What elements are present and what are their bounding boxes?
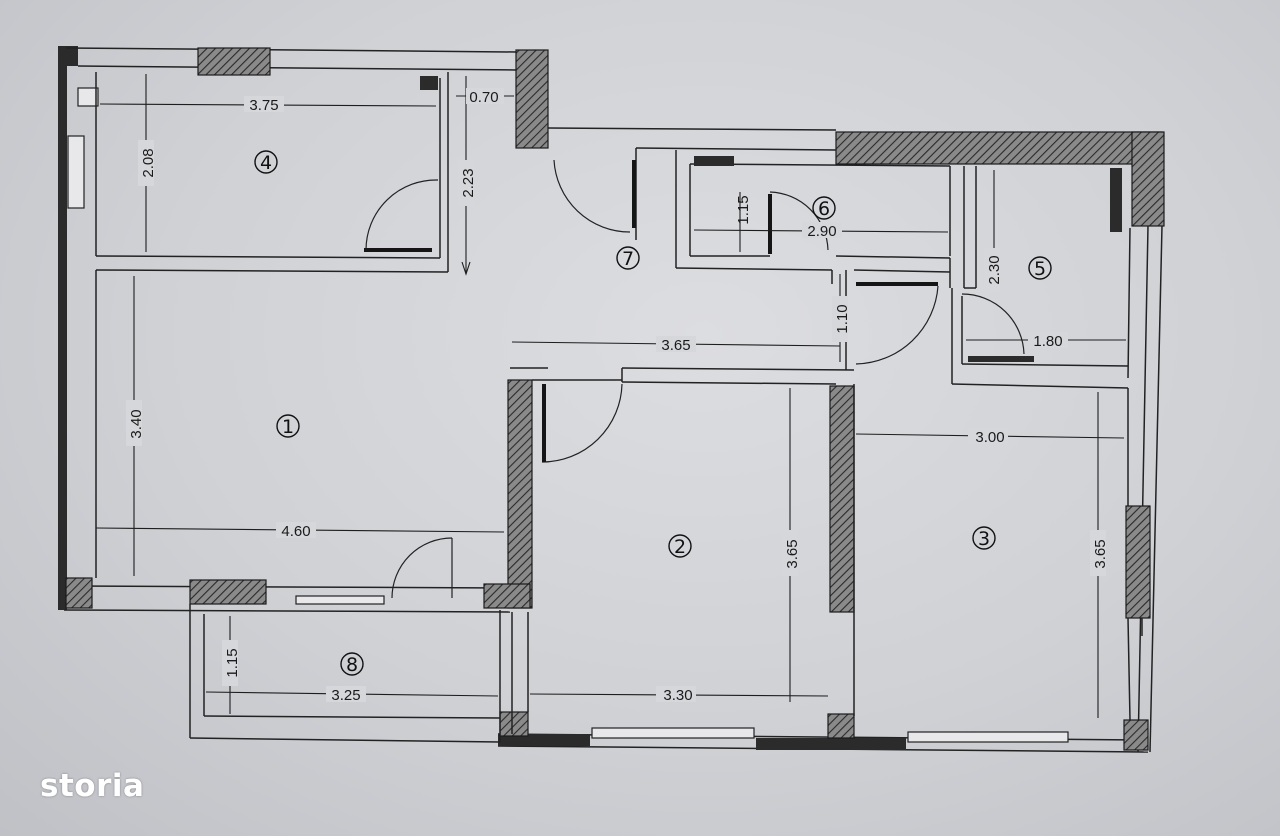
dim-room5-height: 2.30 [986, 255, 1003, 284]
interior-walls [63, 72, 1143, 743]
hatched-column-corridor [515, 49, 549, 149]
dim-room2-height: 3.65 [784, 539, 801, 568]
window-small-left [77, 87, 99, 107]
room4-corner-block [420, 76, 438, 90]
dim-room3-width: 3.00 [975, 429, 1004, 446]
hatched-column-top [197, 47, 271, 76]
hatched-wall-room2-room3 [829, 385, 855, 613]
room8-corner-column [483, 583, 531, 609]
room-marker-8: 8 [340, 652, 364, 676]
door-room5-swing [961, 293, 1025, 355]
dim-corridor-height: 2.23 [460, 168, 477, 197]
dim-room4-width: 3.75 [249, 97, 278, 114]
room-marker-4: 4 [254, 150, 278, 174]
door-room2-swing [541, 383, 623, 463]
bottom-wall-left [498, 734, 590, 746]
window-room4 [67, 135, 85, 209]
exterior-walls [58, 46, 1165, 753]
door-balcony-swing [391, 537, 453, 599]
window-room3 [907, 731, 1069, 743]
dim-room3-height: 3.65 [1092, 539, 1109, 568]
room-markers: 1 2 3 4 5 6 7 [254, 150, 1052, 676]
room-marker-1: 1 [276, 414, 300, 438]
window-room2 [591, 727, 755, 739]
room-number-1: 1 [282, 416, 294, 438]
left-outer-wall [58, 46, 67, 610]
room-marker-6: 6 [812, 196, 836, 220]
dim-room1-height: 3.40 [128, 409, 145, 438]
hatched-column-room3 [1125, 505, 1151, 619]
dim-room2-width: 3.30 [663, 687, 692, 704]
dimension-lines [95, 74, 1126, 718]
room-number-8: 8 [346, 654, 358, 676]
room5-counter [968, 356, 1034, 362]
hatched-wall-room1-room2 [507, 379, 533, 609]
room-marker-3: 3 [972, 526, 996, 550]
room-marker-2: 2 [668, 534, 692, 558]
room-number-6: 6 [818, 198, 830, 220]
door-corridor-swing [553, 159, 631, 233]
dim-room1-width: 4.60 [281, 523, 310, 540]
room5-column [1110, 168, 1122, 232]
bottom-left-corner-room2 [499, 711, 529, 737]
room1-hatched-bottom [189, 579, 267, 605]
doors [364, 159, 1025, 599]
dim-room6-height: 1.15 [735, 195, 752, 224]
room-number-3: 3 [978, 528, 990, 550]
door-hall-swing [855, 285, 939, 365]
bottom-wall-mid [756, 738, 906, 750]
door-room4-swing [365, 179, 439, 251]
storia-watermark: storia [40, 768, 145, 804]
dim-room8-height: 1.15 [224, 648, 241, 677]
dim-room5-width: 1.80 [1033, 333, 1062, 350]
room6-counter [694, 156, 734, 166]
dim-hall-height: 1.10 [834, 304, 851, 333]
room-marker-7: 7 [616, 246, 640, 270]
room-marker-5: 5 [1028, 256, 1052, 280]
hatched-wall-top-right [835, 131, 1163, 165]
dim-corridor-top-width: 0.70 [469, 89, 498, 106]
room-number-5: 5 [1034, 258, 1046, 280]
bottom-right-corner [1123, 719, 1149, 751]
top-left-corner-wall [66, 46, 78, 66]
dim-hall-width: 3.65 [661, 337, 690, 354]
dim-room8-width: 3.25 [331, 687, 360, 704]
dimension-labels: 3.75 2.08 0.70 2.23 1.15 2.90 2.30 1.80 … [126, 88, 1109, 704]
window-room1-balcony [295, 595, 385, 605]
bottom-column-room2-3 [827, 713, 855, 739]
room-number-2: 2 [674, 536, 686, 558]
room-number-4: 4 [260, 152, 272, 174]
dim-room4-height: 2.08 [140, 148, 157, 177]
door-room6-swing [769, 191, 829, 251]
hatched-column-right [1131, 131, 1165, 227]
room-number-7: 7 [622, 248, 634, 270]
dim-room6-width: 2.90 [807, 223, 836, 240]
room1-corner-bottom-left [65, 577, 93, 609]
